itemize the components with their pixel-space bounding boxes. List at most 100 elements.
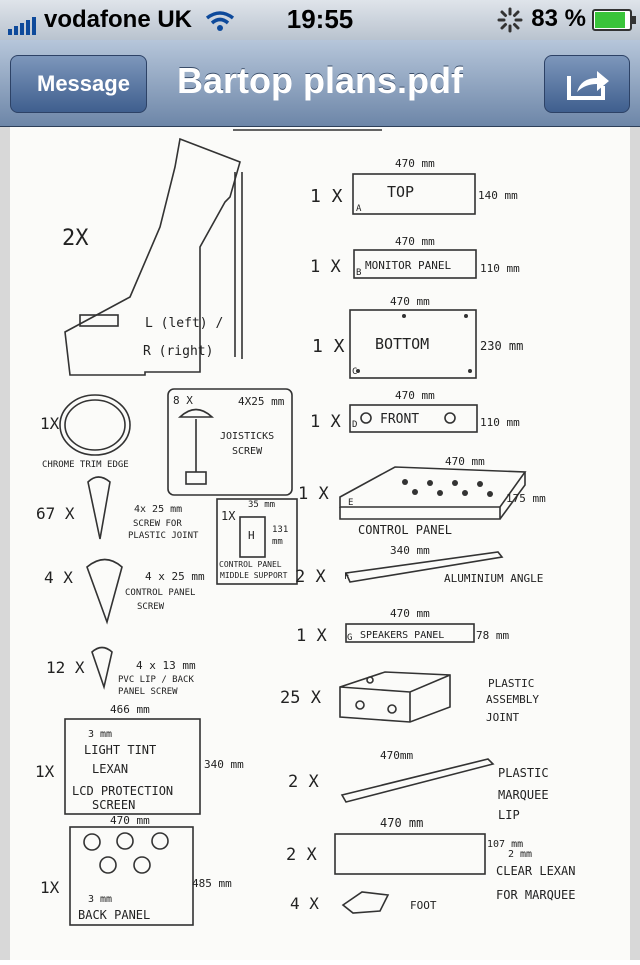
monitor-panel-shape bbox=[353, 249, 477, 279]
stick-dim: 4X25 mm bbox=[238, 395, 285, 408]
plastic-screw-3: PLASTIC JOINT bbox=[128, 531, 199, 541]
back-button[interactable]: Message bbox=[10, 55, 147, 113]
marquee-lip-shape bbox=[340, 758, 495, 803]
pvc-screw-shape bbox=[91, 646, 113, 690]
pvc-1: PVC LIP / BACK bbox=[118, 675, 194, 685]
front-letter: D bbox=[352, 420, 357, 430]
bottom-dim: 470 mm bbox=[390, 295, 430, 308]
bottom-letter: C bbox=[352, 367, 357, 377]
share-button[interactable] bbox=[544, 55, 630, 113]
support-qty: 1X bbox=[221, 509, 236, 523]
lip-label-2: MARQUEE bbox=[498, 788, 549, 802]
side-panel-shape bbox=[64, 137, 241, 376]
battery-status: 83 % bbox=[497, 5, 636, 33]
speakers-qty: 1 X bbox=[296, 626, 327, 646]
foot-shape bbox=[341, 891, 390, 914]
foot-label: FOOT bbox=[410, 899, 437, 912]
front-side: 110 mm bbox=[480, 416, 520, 429]
cp-screw-qty: 4 X bbox=[44, 568, 73, 587]
lcd-h: 340 mm bbox=[204, 758, 244, 771]
status-bar: vodafone UK 19:55 83 % bbox=[0, 0, 640, 40]
cp-screw-dim: 4 x 25 mm bbox=[145, 570, 205, 583]
top-qty: 1 X bbox=[310, 186, 343, 207]
support-w: 35 mm bbox=[248, 500, 275, 510]
support-h1: 131 bbox=[272, 525, 288, 535]
joint-label-1: PLASTIC bbox=[488, 677, 534, 690]
joint-label-2: ASSEMBLY bbox=[486, 693, 539, 706]
aluminium-angle-shape bbox=[344, 551, 504, 583]
front-dim: 470 mm bbox=[395, 389, 435, 402]
plastic-screw-shape bbox=[87, 476, 111, 540]
lcd-2: LIGHT TINT bbox=[84, 743, 156, 757]
bottom-qty: 1 X bbox=[312, 336, 345, 357]
stick-qty: 8 X bbox=[173, 394, 193, 407]
alu-dim: 340 mm bbox=[390, 544, 430, 557]
monitor-qty: 1 X bbox=[310, 257, 341, 277]
pvc-2: PANEL SCREW bbox=[118, 687, 178, 697]
side-qty: 2X bbox=[62, 226, 89, 251]
lexan-label-1: CLEAR LEXAN bbox=[496, 864, 575, 878]
plastic-screw-1: 4x 25 mm bbox=[134, 504, 182, 515]
lexan-side-2: 2 mm bbox=[508, 849, 532, 860]
side-right-label: R (right) bbox=[143, 344, 213, 359]
speakers-label: SPEAKERS PANEL bbox=[360, 630, 444, 641]
pvc-dim: 4 x 13 mm bbox=[136, 659, 196, 672]
back-w: 470 mm bbox=[110, 814, 150, 827]
joystick-screw-box bbox=[167, 388, 293, 496]
lexan-side-1: 107 mm bbox=[487, 839, 523, 850]
front-qty: 1 X bbox=[310, 412, 341, 432]
top-panel-shape bbox=[352, 173, 476, 215]
navigation-bar: Message Bartop plans.pdf bbox=[0, 40, 640, 127]
trim-qty: 1X bbox=[40, 414, 60, 433]
lcd-5: SCREEN bbox=[92, 798, 135, 812]
lip-label-3: LIP bbox=[498, 808, 520, 822]
speakers-letter: G bbox=[347, 633, 352, 643]
front-label: FRONT bbox=[380, 412, 419, 427]
speakers-side: 78 mm bbox=[476, 629, 509, 642]
front-panel-shape bbox=[349, 404, 478, 433]
carrier: vodafone UK bbox=[8, 6, 235, 35]
back-1: 3 mm bbox=[88, 894, 112, 905]
monitor-letter: B bbox=[356, 268, 361, 278]
lcd-3: LEXAN bbox=[92, 762, 128, 776]
cp-screw-2: SCREW bbox=[137, 602, 165, 612]
bartop-plan-drawing: 2X L (left) / R (right) 470 mm 1 X TOP 1… bbox=[35, 129, 575, 926]
pdf-page: 2X L (left) / R (right) 470 mm 1 X TOP 1… bbox=[10, 127, 630, 960]
pvc-qty: 12 X bbox=[46, 658, 85, 677]
support-letter: H bbox=[248, 529, 255, 542]
back-panel-box bbox=[69, 826, 194, 926]
signal-bars-icon bbox=[8, 7, 38, 35]
side-left-label: L (left) / bbox=[145, 316, 223, 331]
lexan-label-2: FOR MARQUEE bbox=[496, 888, 575, 902]
lip-qty: 2 X bbox=[288, 772, 319, 792]
control-side: 175 mm bbox=[506, 492, 546, 505]
lcd-qty: 1X bbox=[35, 762, 55, 781]
trim-label: CHROME TRIM EDGE bbox=[42, 460, 129, 470]
cp-screw-shape bbox=[86, 558, 123, 625]
support-label-2: MIDDLE SUPPORT bbox=[220, 571, 288, 580]
lcd-protection-box bbox=[64, 718, 201, 815]
lcd-w: 466 mm bbox=[110, 703, 150, 716]
bottom-panel-shape bbox=[349, 309, 477, 379]
control-panel-shape bbox=[339, 466, 527, 508]
clear-lexan-shape bbox=[334, 833, 486, 875]
clock: 19:55 bbox=[286, 4, 354, 34]
stick-label-2: SCREW bbox=[232, 446, 263, 457]
cp-screw-1: CONTROL PANEL bbox=[125, 588, 195, 598]
control-qty: 1 X bbox=[298, 484, 329, 504]
middle-support-box bbox=[216, 498, 298, 585]
carrier-label: vodafone UK bbox=[44, 6, 193, 33]
top-dim: 470 mm bbox=[395, 157, 435, 170]
assembly-joint-shape bbox=[339, 671, 451, 723]
joint-label-3: JOINT bbox=[486, 711, 519, 724]
top-letter: A bbox=[356, 204, 362, 214]
back-2: BACK PANEL bbox=[78, 908, 150, 922]
speakers-panel-shape bbox=[345, 623, 475, 643]
monitor-side: 110 mm bbox=[480, 262, 520, 275]
monitor-label: MONITOR PANEL bbox=[365, 259, 451, 272]
support-label-1: CONTROL PANEL bbox=[219, 560, 282, 569]
pdf-viewer[interactable]: 2X L (left) / R (right) 470 mm 1 X TOP 1… bbox=[0, 127, 640, 960]
plastic-screw-qty: 67 X bbox=[36, 504, 75, 523]
top-side: 140 mm bbox=[478, 189, 518, 202]
share-icon bbox=[567, 71, 609, 100]
